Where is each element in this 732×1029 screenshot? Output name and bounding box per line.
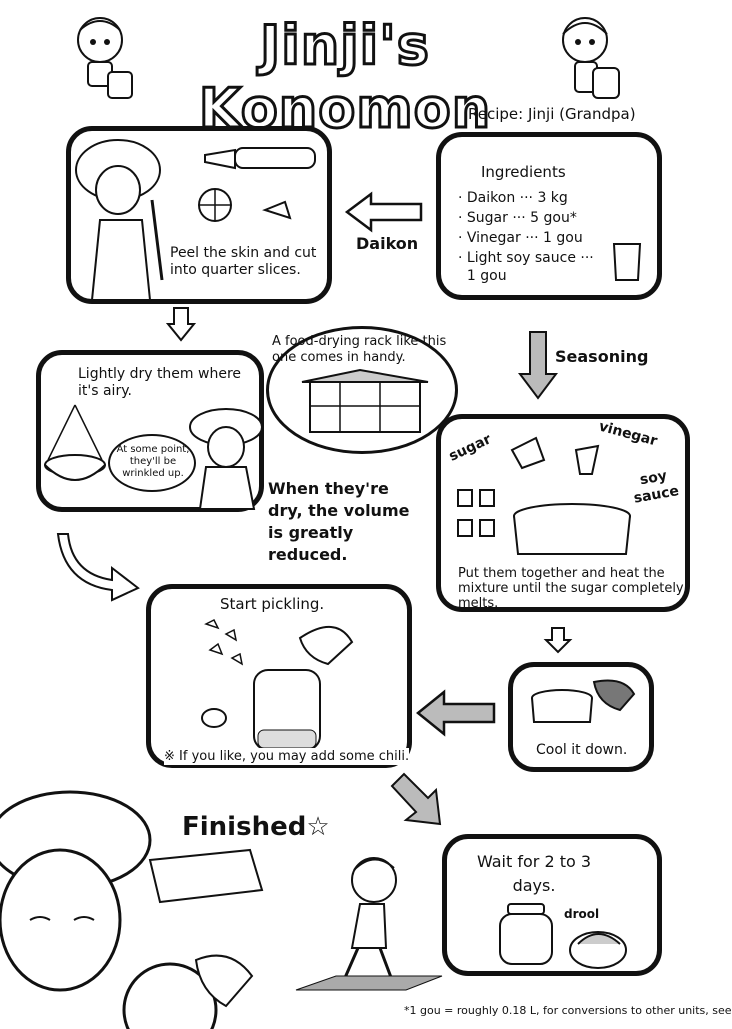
grandpa-knife-illustration	[75, 139, 164, 301]
ingredient-item: 1 gou	[458, 268, 507, 284]
arrow-curve-icon	[56, 533, 140, 602]
grandpa-finished-illustration	[0, 790, 264, 1029]
ingredient-item: · Vinegar ··· 1 gou	[458, 230, 583, 246]
chili-note: ※ If you like, you may add some chili.	[164, 748, 410, 765]
daikon-label: Daikon	[356, 234, 419, 253]
arrow-left-icon	[416, 689, 496, 737]
peel-instruction: Peel the skin and cut into quarter slice…	[170, 245, 317, 278]
heat-instruction: Put them together and heat the mixture u…	[458, 566, 684, 611]
dry-instruction: Lightly dry them where it's airy.	[78, 366, 242, 399]
drying-rack-illustration	[301, 368, 429, 433]
drooling-kid-illustration	[569, 931, 627, 969]
measuring-cup-icon	[612, 243, 642, 281]
ingredient-item: · Daikon ··· 3 kg	[458, 190, 568, 206]
daikon-pieces-illustration	[198, 147, 316, 222]
cool-instruction: Cool it down.	[536, 742, 628, 758]
volume-note: When they're dry, the volume is greatly …	[268, 479, 410, 564]
recipe-credit: Recipe: Jinji (Grandpa)	[468, 105, 636, 123]
kid-right-illustration	[562, 17, 620, 99]
wait-instruction: Wait for 2 to 3 days.	[476, 852, 592, 895]
page-title: Jinji's Konomon	[197, 13, 492, 142]
jar-illustration	[499, 903, 553, 965]
arrow-down-icon	[518, 331, 558, 400]
arrow-left-icon	[344, 191, 423, 233]
grandpa-illustration	[189, 408, 263, 510]
pickling-jar-illustration	[201, 618, 354, 751]
arrow-diagonal-icon	[390, 772, 442, 826]
rack-note: A food-drying rack like this one comes i…	[272, 334, 447, 365]
ingredient-item: · Sugar ··· 5 gou*	[458, 210, 577, 226]
running-kid-illustration	[295, 857, 443, 991]
kid-left-illustration	[77, 17, 133, 99]
ingredients-heading: Ingredients	[481, 163, 566, 181]
finished-label: Finished☆	[182, 812, 330, 842]
cooking-pot-illustration	[457, 436, 631, 555]
cool-panel	[508, 662, 654, 772]
pickle-instruction: Start pickling.	[220, 595, 325, 613]
footnote: *1 gou = roughly 0.18 L, for conversions…	[404, 1004, 732, 1017]
arrow-down-icon	[543, 627, 573, 654]
hanging-basket-illustration	[44, 404, 106, 481]
seasoning-label: Seasoning	[555, 347, 649, 366]
cooling-pot-illustration	[531, 679, 636, 723]
speech-bubble	[108, 434, 196, 492]
drool-label: drool	[564, 907, 600, 921]
arrow-down-icon	[165, 307, 197, 342]
wrinkle-bubble-text: At some point, they'll be wrinkled up.	[116, 444, 190, 479]
ingredient-item: · Light soy sauce ···	[458, 250, 594, 266]
